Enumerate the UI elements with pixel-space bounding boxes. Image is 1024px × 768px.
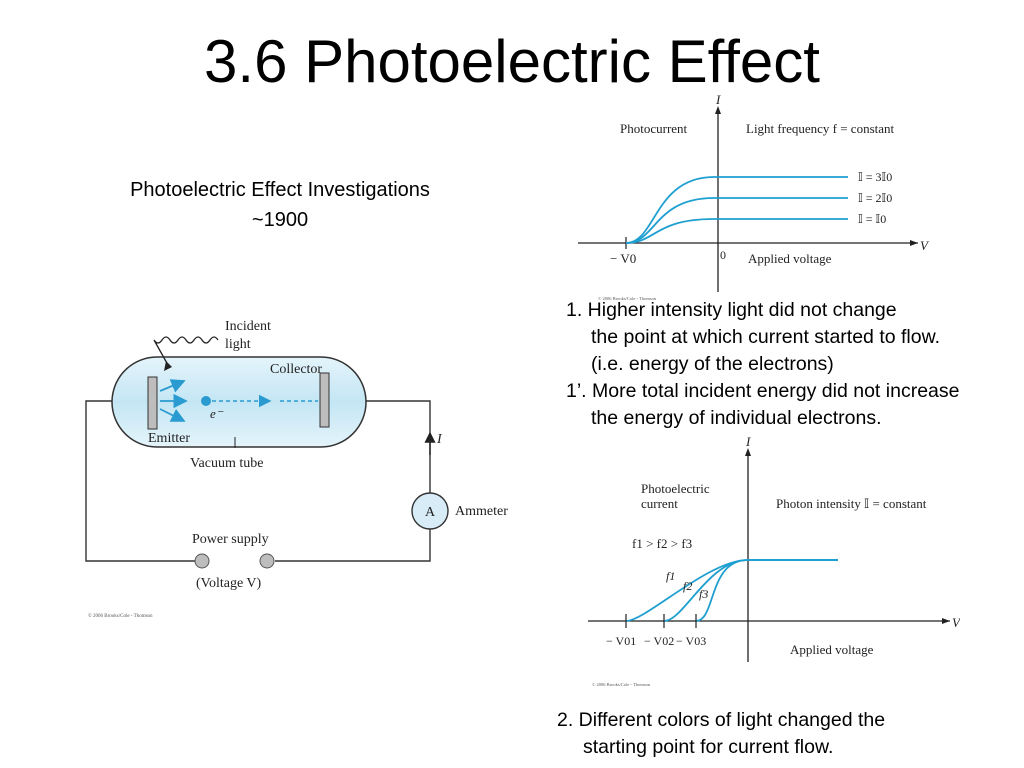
intensity-curve — [625, 218, 848, 244]
axis-v-label: V — [920, 238, 930, 253]
intensity-graph: I V Photocurrent Light frequency f = con… — [578, 92, 930, 301]
slide-title: 3.6 Photoelectric Effect — [204, 28, 820, 95]
electron-arrow — [159, 408, 186, 422]
ammeter-label: Ammeter — [455, 504, 508, 519]
axis-i-label: I — [715, 92, 721, 107]
photocurrent-label: Photocurrent — [620, 121, 688, 136]
note-intensity-3: (i.e. energy of the electrons) — [591, 353, 834, 375]
intensity-curve — [625, 197, 848, 244]
emitter-plate — [147, 376, 158, 430]
frequency-curve-label: f1 — [666, 569, 675, 583]
intensity-curve — [625, 176, 848, 244]
emitter-label: Emitter — [148, 431, 190, 446]
vacuum-tube-label: Vacuum tube — [190, 456, 263, 471]
axis-i-label: I — [745, 434, 751, 449]
applied-voltage-label: Applied voltage — [748, 251, 832, 266]
frequency-constant-label: Light frequency f = constant — [746, 121, 895, 136]
voltage-axis-arrowhead — [910, 240, 918, 246]
power-supply-label: Power supply — [192, 532, 269, 547]
apparatus-copyright: © 2006 Brooks/Cole - Thomson — [88, 613, 153, 619]
note-colors-2: starting point for current flow. — [583, 736, 834, 758]
intensity-curve-label: 𝕀 = 𝕀0 — [858, 212, 886, 226]
electron-dot — [201, 396, 211, 406]
voltage-label: (Voltage V) — [196, 576, 262, 591]
incident-light-arrowhead — [164, 361, 172, 371]
collector-plate — [319, 372, 330, 428]
intensity-curve-label: 𝕀 = 2𝕀0 — [858, 191, 892, 205]
photoelectric-current-label: Photoelectric — [641, 481, 710, 496]
circuit-wire — [85, 400, 431, 562]
collector-label: Collector — [270, 362, 322, 377]
axis-v-label: V — [952, 615, 960, 630]
photoelectric-apparatus-diagram: Incident light Collector Emitter e⁻ Vacu… — [85, 319, 508, 619]
frequency-order-label: f1 > f2 > f3 — [632, 536, 692, 551]
note-intensity-2: the point at which current started to fl… — [591, 326, 941, 348]
power-terminal-icon — [194, 553, 210, 569]
photoelectric-current-label-2: current — [641, 496, 678, 511]
investigations-heading-line1: Photoelectric Effect Investigations — [130, 179, 430, 201]
intensity-constant-label: Photon intensity 𝕀 = constant — [776, 496, 927, 511]
stopping-voltage-label: − V03 — [676, 634, 706, 648]
stopping-voltage-label: − V02 — [644, 634, 674, 648]
intensity-curve-label: 𝕀 = 3𝕀0 — [858, 170, 892, 184]
zero-label: 0 — [720, 248, 726, 262]
ammeter-icon — [411, 492, 449, 530]
electron-label: e⁻ — [210, 406, 224, 421]
current-label: I — [436, 432, 443, 447]
current-axis-arrowhead — [715, 106, 721, 114]
investigations-heading: Photoelectric Effect Investigations ~190… — [70, 175, 490, 235]
note-colors-1: 2. Different colors of light changed the — [557, 709, 886, 731]
stopping-voltage-label: − V0 — [610, 251, 636, 266]
note-energy-2: the energy of individual electrons. — [591, 407, 882, 429]
incident-light-label: Incident — [225, 319, 271, 334]
power-terminal-icon — [259, 553, 275, 569]
frequency-graph: I V Photoelectric current Photon intensi… — [588, 434, 960, 687]
note-intensity-1: 1. Higher intensity light did not change — [566, 299, 897, 321]
graph-frequency-copyright: © 2006 Brooks/Cole - Thomson — [592, 682, 651, 687]
frequency-curve-label: f3 — [699, 587, 708, 601]
applied-voltage-label: Applied voltage — [790, 642, 874, 657]
stopping-voltage-label: − V01 — [606, 634, 636, 648]
frequency-curve — [625, 559, 838, 622]
voltage-axis-arrowhead — [942, 618, 950, 624]
graph-intensity-copyright: © 2006 Brooks/Cole - Thomson — [598, 296, 657, 301]
incident-light-label-2: light — [225, 337, 251, 352]
current-axis-arrowhead — [745, 448, 751, 456]
electron-arrow — [159, 379, 186, 393]
ammeter-symbol: A — [425, 505, 436, 520]
note-energy-1: 1’. More total incident energy did not i… — [566, 380, 960, 402]
frequency-curve-label: f2 — [683, 579, 692, 593]
frequency-curve — [695, 559, 838, 622]
incident-light-wave — [153, 336, 219, 366]
investigations-heading-line2: ~1900 — [251, 209, 309, 231]
